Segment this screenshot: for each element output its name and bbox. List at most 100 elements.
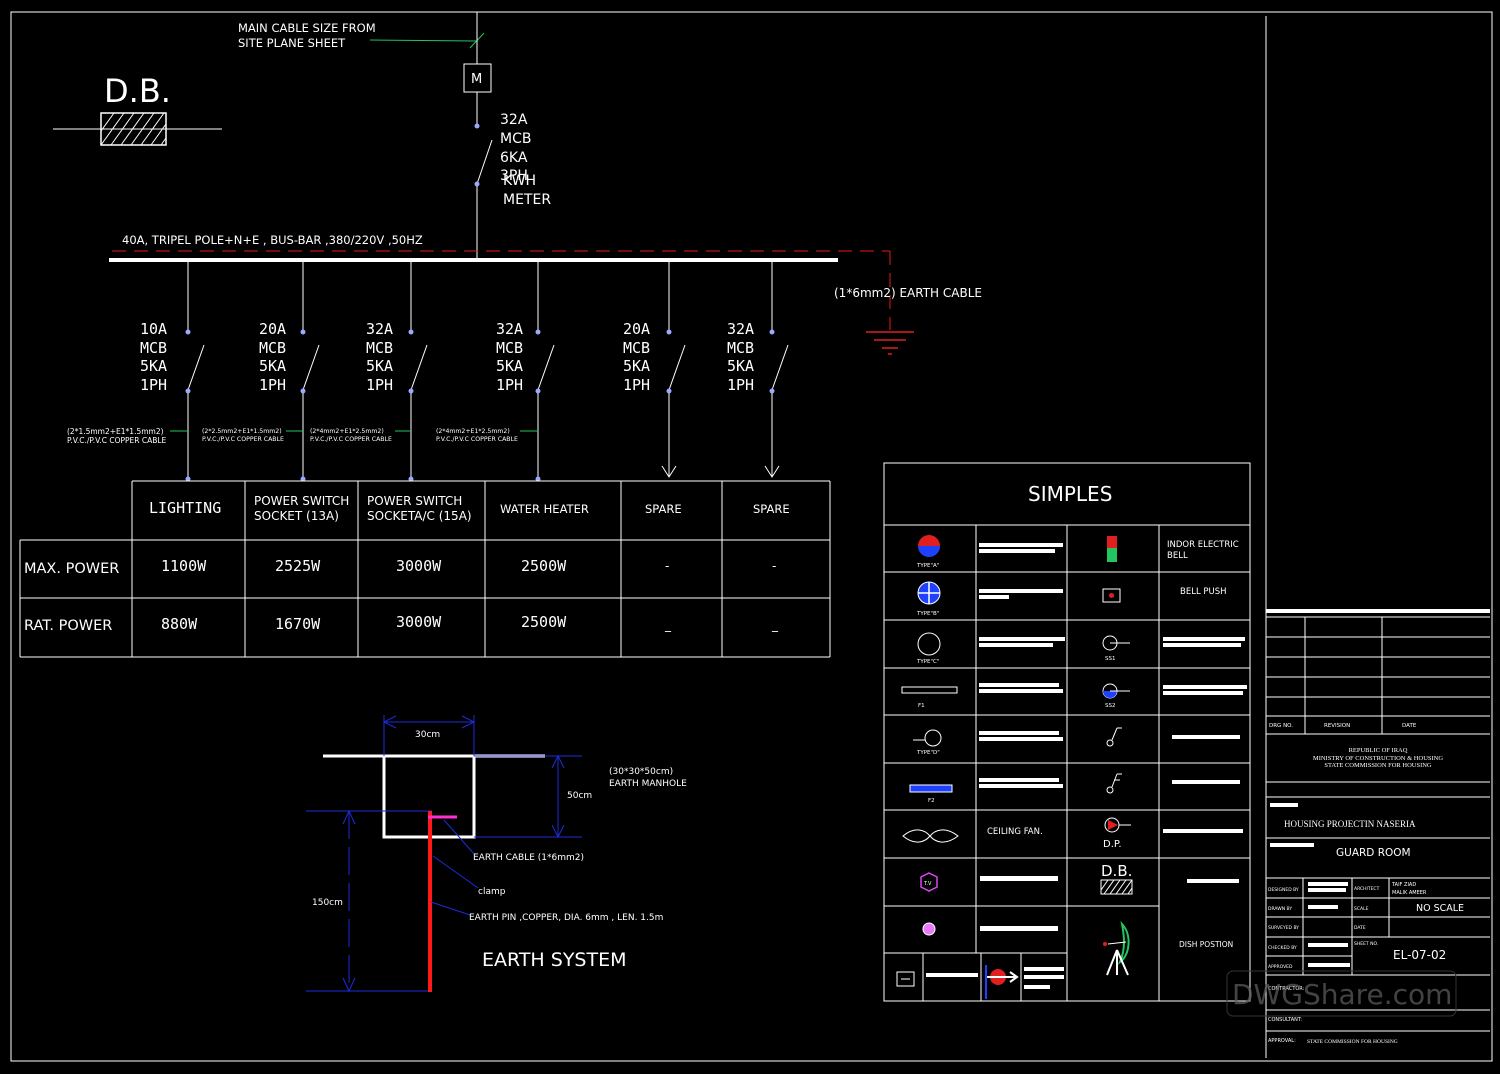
header-lighting: LIGHTING [149, 499, 221, 517]
circuit-3: 32A MCB 5KA 1PH (2*4mm2+E1*2.5mm2) P.V.C… [310, 260, 428, 482]
svg-text:5KA: 5KA [623, 357, 650, 375]
svg-text:1PH: 1PH [259, 376, 286, 394]
svg-text:-: - [665, 559, 669, 573]
svg-text:3000W: 3000W [396, 613, 442, 631]
project-name: HOUSING PROJECTIN NASERIA [1284, 819, 1416, 829]
svg-text:CHECKED BY: CHECKED BY [1268, 945, 1297, 951]
svg-text:APPROVED: APPROVED [1268, 964, 1293, 970]
svg-text:5KA: 5KA [140, 357, 167, 375]
svg-text:P.V.C./P.V.C COPPER CABLE: P.V.C./P.V.C COPPER CABLE [67, 436, 167, 445]
svg-text:SITE PLANE SHEET: SITE PLANE SHEET [238, 36, 346, 50]
header-water-heater: WATER HEATER [500, 502, 589, 516]
svg-text:DRAWN BY: DRAWN BY [1268, 906, 1292, 912]
svg-text:EARTH PIN ,COPPER, DIA. 6mm ,: EARTH PIN ,COPPER, DIA. 6mm , LEN. 1.5m [469, 913, 663, 923]
svg-text:CONTRACTOR:: CONTRACTOR: [1268, 986, 1305, 992]
svg-text:32A: 32A [727, 320, 754, 338]
svg-text:APPROVAL:: APPROVAL: [1268, 1038, 1296, 1044]
svg-text:TYPE"D": TYPE"D" [916, 750, 940, 756]
svg-text:EARTH CABLE (1*6mm2): EARTH CABLE (1*6mm2) [473, 853, 584, 863]
sheet-number: EL-07-02 [1393, 948, 1446, 962]
svg-text:NO SCALE: NO SCALE [1416, 903, 1464, 914]
svg-text:KWH: KWH [503, 173, 536, 189]
svg-text:1100W: 1100W [161, 557, 207, 575]
svg-text:D.B.: D.B. [1101, 862, 1132, 880]
svg-text:1PH: 1PH [496, 376, 523, 394]
svg-text:1PH: 1PH [366, 376, 393, 394]
legend-table: SIMPLES TYPE"A" TYPE"B" TYPE"C" [883, 462, 1251, 1002]
busbar-label: 40A, TRIPEL POLE+N+E , BUS-BAR ,380/220V… [122, 233, 423, 247]
load-table: LIGHTING POWER SWITCH SOCKET (13A) POWER… [19, 480, 831, 658]
svg-text:880W: 880W [161, 615, 198, 633]
svg-text:1670W: 1670W [275, 615, 321, 633]
svg-text:(2*4mm2+E1*2.5mm2): (2*4mm2+E1*2.5mm2) [436, 428, 510, 435]
title-block: DRG NO. REVISION DATE REPUBLIC OF IRAQ M… [1266, 609, 1490, 1045]
svg-text:STATE COMMISSION FOR HOUSING: STATE COMMISSION FOR HOUSING [1324, 762, 1432, 769]
svg-text:MINISTRY OF CONSTRUCTION & HOU: MINISTRY OF CONSTRUCTION & HOUSING [1313, 755, 1443, 762]
fluorescent-f2-icon [909, 784, 953, 793]
legend-description-bars [926, 543, 1247, 989]
svg-text:MCB: MCB [366, 339, 393, 357]
circuit-1: 10A MCB 5KA 1PH (2*1.5mm2+E1*1.5mm2) P.V… [67, 260, 205, 482]
svg-text:BELL: BELL [1167, 551, 1188, 561]
dish-antenna-icon [1103, 920, 1130, 976]
svg-text:10A: 10A [140, 320, 167, 338]
svg-text:1PH: 1PH [140, 376, 167, 394]
tv-outlet-icon [920, 872, 938, 892]
header-socket-15a: POWER SWITCH [367, 494, 462, 508]
svg-text:TAIF ZIAD: TAIF ZIAD [1391, 882, 1416, 888]
svg-text:32A: 32A [500, 112, 528, 128]
db-title: D.B. [53, 72, 222, 146]
building-name: GUARD ROOM [1336, 847, 1411, 859]
svg-text:INDOR ELECTRIC: INDOR ELECTRIC [1167, 540, 1239, 550]
svg-text:TYPE"A": TYPE"A" [916, 563, 939, 569]
svg-text:2500W: 2500W [521, 613, 567, 631]
svg-text:(30*30*50cm): (30*30*50cm) [609, 767, 673, 777]
svg-text:1PH: 1PH [727, 376, 754, 394]
svg-text:ARCHITECT: ARCHITECT [1354, 886, 1380, 892]
svg-text:REVISION: REVISION [1324, 723, 1350, 729]
svg-text:SS1: SS1 [1105, 656, 1115, 662]
svg-text:SOCKETA/C (15A): SOCKETA/C (15A) [367, 509, 472, 523]
main-cable-note: MAIN CABLE SIZE FROM SITE PLANE SHEET [238, 21, 485, 50]
svg-text:METER: METER [503, 192, 551, 208]
svg-text:_: _ [664, 618, 672, 632]
row-label-max-power: MAX. POWER [24, 561, 119, 577]
svg-text:SURVEYED BY: SURVEYED BY [1268, 925, 1299, 931]
svg-text:(2*4mm2+E1*2.5mm2): (2*4mm2+E1*2.5mm2) [310, 428, 384, 435]
svg-text:_: _ [771, 618, 779, 632]
svg-text:30cm: 30cm [415, 730, 440, 740]
header-spare-1: SPARE [645, 502, 682, 516]
svg-text:DRG NO.: DRG NO. [1269, 723, 1293, 729]
svg-text:P.V.C./P.V.C COPPER CABLE: P.V.C./P.V.C COPPER CABLE [202, 436, 284, 443]
header-socket-13a: POWER SWITCH [254, 494, 349, 508]
incoming-feeder: M [463, 12, 493, 258]
svg-text:-: - [772, 559, 776, 573]
earth-line [112, 250, 914, 355]
dish-outlet-icon [922, 922, 936, 936]
svg-text:150cm: 150cm [312, 898, 343, 908]
circuit-6: 32A MCB 5KA 1PH [727, 260, 789, 478]
svg-text:SS2: SS2 [1105, 703, 1115, 709]
svg-text:F2: F2 [928, 798, 935, 804]
lamp-type-d-icon [924, 729, 942, 747]
svg-text:1PH: 1PH [623, 376, 650, 394]
terminal-dot [474, 181, 480, 187]
cable-entry-icon [985, 965, 1019, 999]
watermark: DWGShare.com [1226, 970, 1457, 1017]
svg-text:20A: 20A [623, 320, 650, 338]
svg-text:STATE COMMISSION FOR HOUSING: STATE COMMISSION FOR HOUSING [1307, 1039, 1398, 1045]
svg-text:clamp: clamp [478, 887, 506, 897]
svg-text:DESIGNED BY: DESIGNED BY [1268, 887, 1299, 893]
svg-text:SOCKET (13A): SOCKET (13A) [254, 509, 339, 523]
header-spare-2: SPARE [753, 502, 790, 516]
kwh-meter-label: KWH METER [503, 173, 551, 208]
svg-text:(2*2.5mm2+E1*1.5mm2): (2*2.5mm2+E1*1.5mm2) [202, 428, 282, 435]
circuit-5: 20A MCB 5KA 1PH [623, 260, 686, 478]
svg-text:5KA: 5KA [496, 357, 523, 375]
main-breaker-label: 32A MCB 6KA 3PH [500, 112, 531, 184]
socket-ac-icon [1106, 786, 1114, 794]
svg-text:REPUBLIC OF IRAQ: REPUBLIC OF IRAQ [1349, 747, 1408, 754]
svg-text:MCB: MCB [623, 339, 650, 357]
svg-text:TYPE"B": TYPE"B" [916, 611, 939, 617]
